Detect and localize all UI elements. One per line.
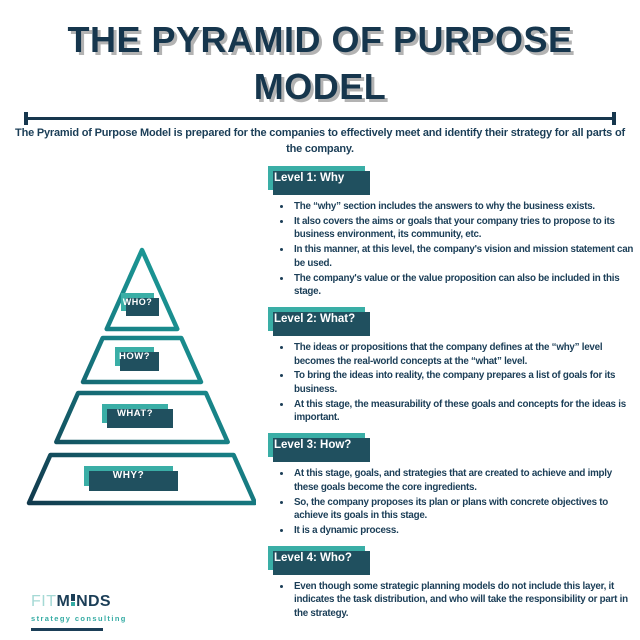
logo-i-glyph-icon xyxy=(71,594,76,606)
title-divider-line xyxy=(24,117,616,120)
level-1-heading-badge: Level 1: Why xyxy=(268,166,370,195)
level-2-section: Level 2: What? The ideas or propositions… xyxy=(268,306,634,425)
pyramid-label-how-text: HOW? xyxy=(118,351,151,362)
bullet-item: It also covers the aims or goals that yo… xyxy=(292,215,634,242)
logo-m-text: M xyxy=(56,593,71,610)
bullet-item: So, the company proposes its plan or pla… xyxy=(292,496,634,523)
level-4-section: Level 4: Who? Even though some strategic… xyxy=(268,545,634,621)
bullet-item: At this stage, goals, and strategies tha… xyxy=(292,467,634,494)
bullet-item: The company's value or the value proposi… xyxy=(292,272,634,299)
pyramid-tier-1-outline xyxy=(104,247,180,332)
pyramid-label-what-text: WHAT? xyxy=(116,408,154,419)
pyramid-label-why-text: WHY? xyxy=(112,470,145,481)
pyramid-label-what: WHAT? xyxy=(102,404,173,428)
pyramid-label-who-text: WHO? xyxy=(122,297,153,307)
level-1-heading-text: Level 1: Why xyxy=(274,172,345,184)
fitminds-logo: FITM NDS strategy consulting xyxy=(31,594,127,631)
pyramid-label-who: WHO? xyxy=(121,293,159,316)
page-title: THE PYRAMID OF PURPOSE MODEL xyxy=(67,19,573,107)
subtitle-text: The Pyramid of Purpose Model is prepared… xyxy=(15,127,625,155)
pyramid-diagram: WHO? HOW? WHAT? WHY? xyxy=(20,242,256,508)
level-2-heading-badge: Level 2: What? xyxy=(268,306,370,336)
title-divider xyxy=(24,112,616,125)
bullet-item: It is a dynamic process. xyxy=(292,524,634,538)
logo-underline xyxy=(31,628,103,631)
level-4-heading-text: Level 4: Who? xyxy=(274,551,352,564)
level-1-section: Level 1: Why The “why” section includes … xyxy=(268,166,634,299)
logo-i-dot xyxy=(71,602,76,606)
logo-wordmark: FITM NDS xyxy=(31,594,121,610)
bullet-item: In this manner, at this level, the compa… xyxy=(292,243,634,270)
logo-tagline: strategy consulting xyxy=(31,614,127,623)
bullet-item: The “why” section includes the answers t… xyxy=(292,200,634,214)
level-3-heading-badge: Level 3: How? xyxy=(268,433,370,463)
bullet-item: Even though some strategic planning mode… xyxy=(292,580,634,621)
logo-fit-text: FIT xyxy=(31,593,57,610)
level-1-bullets: The “why” section includes the answers t… xyxy=(268,200,634,299)
level-4-bullets: Even though some strategic planning mode… xyxy=(268,580,634,621)
bullet-item: At this stage, the measurability of thes… xyxy=(292,398,634,425)
logo-nds-text: NDS xyxy=(76,593,111,610)
pyramid-label-why: WHY? xyxy=(84,466,178,491)
bullet-item: To bring the ideas into reality, the com… xyxy=(292,369,634,396)
level-2-bullets: The ideas or propositions that the compa… xyxy=(268,341,634,425)
level-3-bullets: At this stage, goals, and strategies tha… xyxy=(268,467,634,538)
logo-i-bar xyxy=(71,594,76,601)
level-3-heading-text: Level 3: How? xyxy=(274,439,352,452)
level-2-heading-text: Level 2: What? xyxy=(274,312,356,325)
level-3-section: Level 3: How? At this stage, goals, and … xyxy=(268,433,634,538)
bullet-item: The ideas or propositions that the compa… xyxy=(292,341,634,368)
level-4-heading-badge: Level 4: Who? xyxy=(268,545,370,575)
pyramid-label-how: HOW? xyxy=(115,347,159,371)
level-sections: Level 1: Why The “why” section includes … xyxy=(268,166,634,629)
